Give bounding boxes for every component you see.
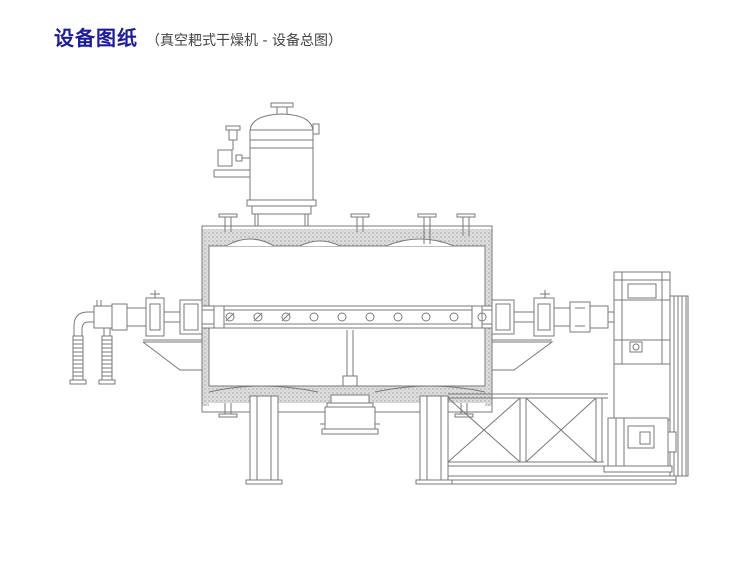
left-bearing (111, 290, 203, 371)
support-frame (245, 393, 677, 485)
right-bearing (491, 290, 614, 371)
page-title: 设备图纸 (54, 26, 138, 50)
agitator-shaft (201, 305, 493, 329)
motor (603, 417, 677, 473)
top-nozzles (218, 213, 476, 244)
gear-reducer (613, 271, 689, 477)
vapor-dome (246, 102, 320, 243)
page-subtitle: （真空耙式干燥机 - 设备总图） (146, 33, 342, 49)
page-header: 设备图纸 （真空耙式干燥机 - 设备总图） (54, 22, 342, 50)
discharge-valve (320, 394, 380, 435)
vacuum-valve (213, 125, 250, 178)
bottom-nozzles (218, 403, 474, 418)
left-hoses (69, 300, 116, 385)
